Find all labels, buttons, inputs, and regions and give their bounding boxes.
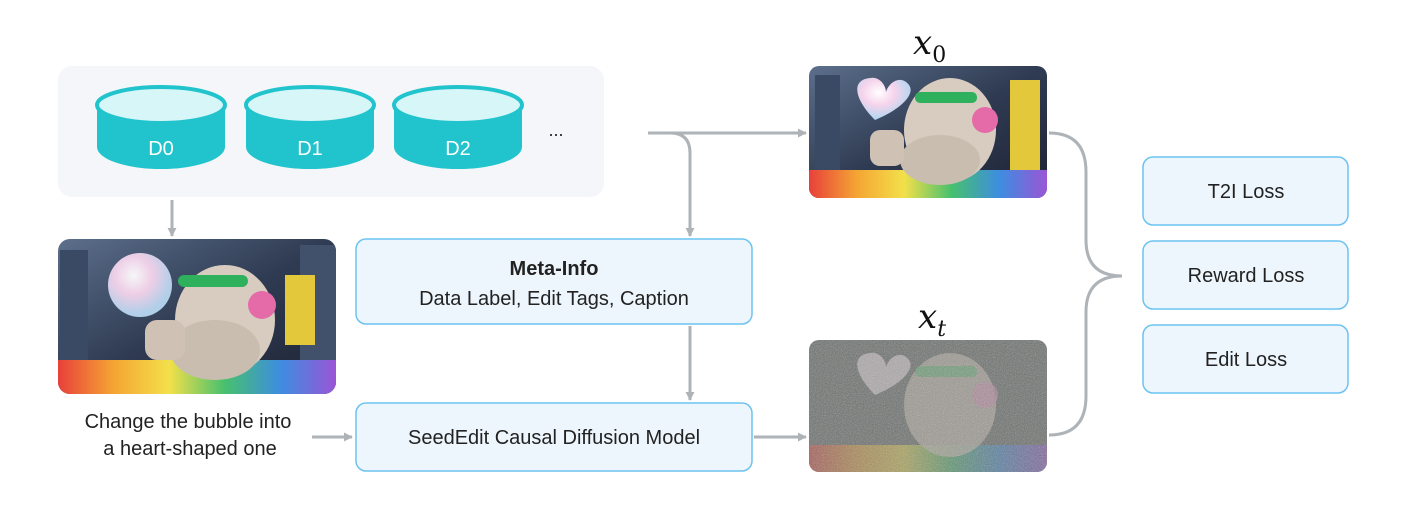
- dataset-label: D0: [148, 138, 174, 160]
- datasets-ellipsis: ...: [548, 120, 563, 140]
- dataset-cylinder-d1: D1: [244, 85, 376, 169]
- dataset-label: D2: [445, 138, 471, 160]
- instruction-line-2: a heart-shaped one: [103, 438, 276, 460]
- xt-image: [809, 340, 1047, 472]
- x0-image: [809, 66, 1047, 198]
- loss-box-reward: Reward Loss: [1142, 240, 1349, 310]
- xt-label: xt: [918, 297, 946, 342]
- meta-info-subtitle: Data Label, Edit Tags, Caption: [419, 288, 689, 310]
- meta-info-title: Meta-Info: [510, 258, 599, 280]
- dataset-cylinder-d2: D2: [392, 85, 524, 169]
- meta-info-box: [355, 238, 753, 325]
- loss-brace: [1048, 131, 1123, 437]
- instruction-line-1: Change the bubble into: [85, 411, 292, 433]
- loss-label: Reward Loss: [1188, 265, 1305, 287]
- loss-label: Edit Loss: [1205, 349, 1287, 371]
- dataset-cylinder-d0: D0: [95, 85, 227, 169]
- loss-label: T2I Loss: [1208, 181, 1285, 203]
- x0-label: x0: [913, 23, 946, 68]
- dataset-label: D1: [297, 138, 323, 160]
- loss-box-t2i: T2I Loss: [1142, 156, 1349, 226]
- arrow-branch-to-meta-info: [669, 131, 695, 237]
- model-box: [355, 402, 753, 472]
- source-image: [58, 239, 336, 394]
- loss-box-edit: Edit Loss: [1142, 324, 1349, 394]
- model-label: SeedEdit Causal Diffusion Model: [408, 427, 700, 449]
